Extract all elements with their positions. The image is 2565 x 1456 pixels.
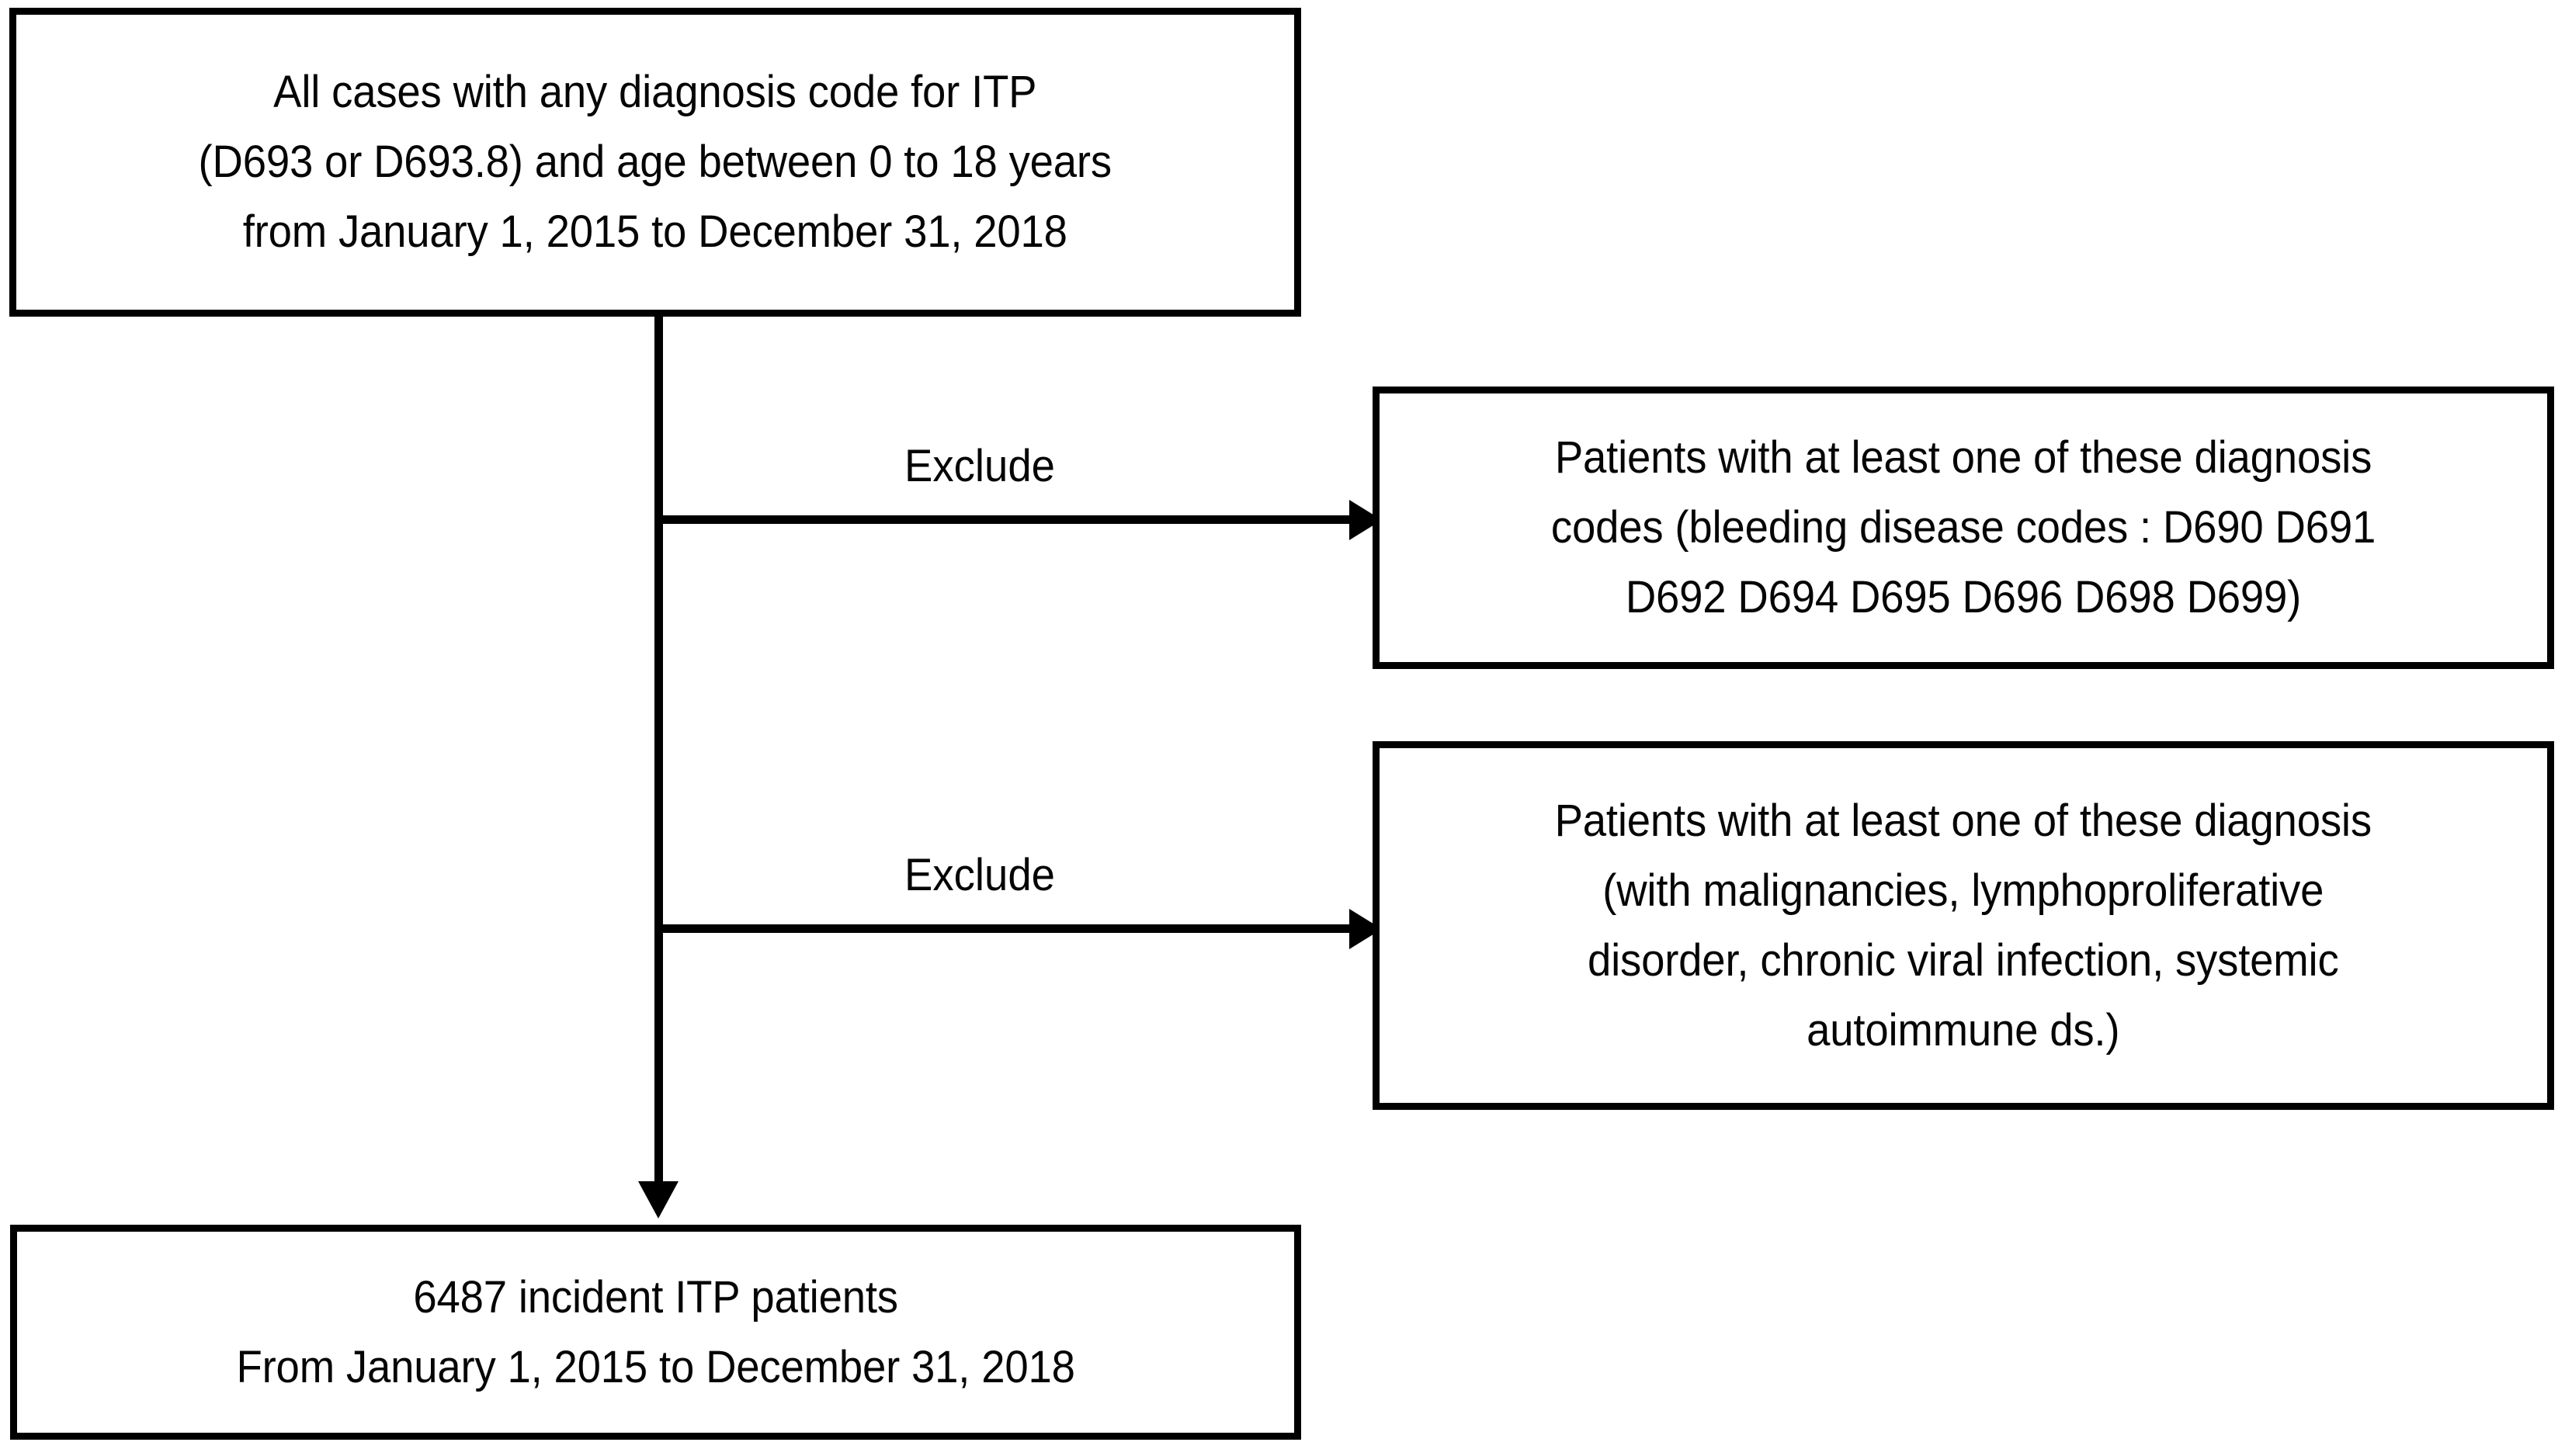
exclusion-box-comorbidities: Patients with at least one of these diag… [1373, 741, 2554, 1110]
exclusion-box-comorbidities-text: Patients with at least one of these diag… [1554, 795, 2372, 1056]
exclude-1-connector-line [658, 515, 1352, 524]
exclusion-box-bleeding-codes: Patients with at least one of these diag… [1373, 387, 2554, 669]
cohort-source-text: All cases with any diagnosis code for IT… [198, 67, 1112, 257]
exclude-2-edge-label: Exclude [904, 850, 1055, 900]
main-trunk-line [654, 317, 663, 1181]
exclusion-box-bleeding-codes-text: Patients with at least one of these diag… [1550, 432, 2376, 622]
final-cohort-box: 6487 incident ITP patients From January … [10, 1225, 1301, 1440]
final-arrowhead-icon [638, 1181, 679, 1219]
cohort-source-box: All cases with any diagnosis code for IT… [9, 8, 1301, 317]
exclude-2-connector-line [658, 924, 1352, 933]
exclude-1-edge-label: Exclude [904, 441, 1055, 491]
final-cohort-text: 6487 incident ITP patients From January … [236, 1271, 1075, 1392]
